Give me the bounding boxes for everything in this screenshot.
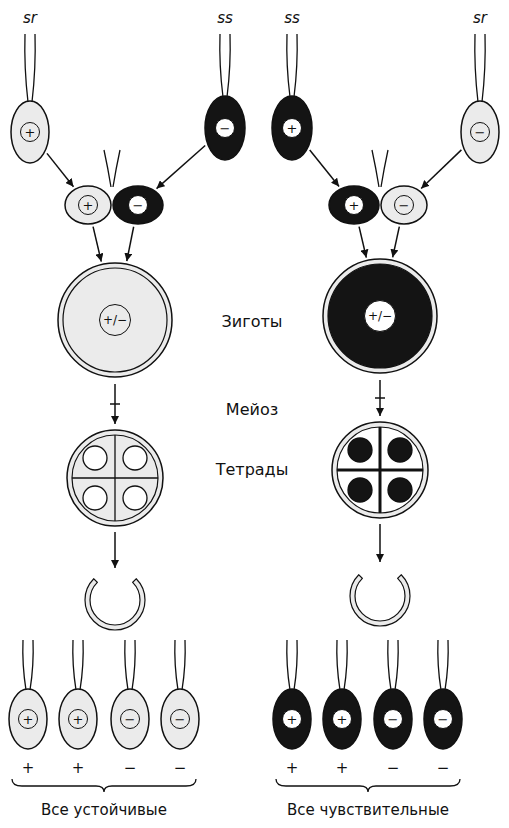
- nucleus-sign: +/−: [364, 300, 396, 332]
- mating-type-sign: −: [215, 118, 235, 138]
- empty-cell-wall: [85, 579, 145, 630]
- mating-type-sign: −: [383, 709, 403, 729]
- tetrad: [67, 430, 163, 526]
- mating-type-sign: +: [20, 122, 40, 142]
- mating-type-sign: +: [344, 195, 364, 215]
- genotype-label: sr: [473, 10, 487, 27]
- cell: ss+: [271, 95, 313, 161]
- cell: −: [373, 688, 413, 750]
- fusion-arrow: [393, 227, 400, 258]
- flagellum: [113, 150, 120, 187]
- flagellum: [80, 640, 83, 690]
- process-arrow: [114, 532, 116, 568]
- flagellum: [23, 640, 26, 690]
- flagellum: [32, 34, 35, 102]
- result-caption: Все устойчивые: [41, 802, 167, 819]
- flagellum: [30, 640, 33, 690]
- mating-type-sign: −: [433, 709, 453, 729]
- flagellum: [175, 640, 178, 690]
- flagellum: [372, 150, 379, 187]
- process-arrow: [379, 524, 381, 562]
- mating-type-sign: +: [282, 118, 302, 138]
- cell: ss−: [204, 95, 246, 161]
- meiosis-tick: [110, 403, 120, 405]
- flagellum: [132, 640, 135, 690]
- mating-type-sign: −: [120, 709, 140, 729]
- empty-cell-wall: [350, 575, 410, 626]
- flagellum: [220, 34, 223, 97]
- cell: −: [160, 688, 200, 750]
- cell: +: [272, 688, 312, 750]
- cell: +: [8, 688, 48, 750]
- flagellum: [25, 34, 28, 102]
- brace: [276, 779, 460, 792]
- nucleus-sign: +/−: [99, 304, 131, 336]
- flagellum: [381, 150, 388, 187]
- cell: +: [64, 185, 112, 225]
- flagellum: [337, 640, 340, 690]
- mating-type-label: +: [336, 760, 349, 777]
- genotype-label: ss: [217, 10, 233, 27]
- mating-type-label: −: [437, 760, 450, 777]
- cell: +: [58, 688, 98, 750]
- mating-type-label: +: [286, 760, 299, 777]
- flagellum: [227, 34, 230, 97]
- flagellum: [388, 640, 391, 690]
- flagellum: [73, 640, 76, 690]
- flagellum: [294, 34, 297, 97]
- mating-type-sign: +: [282, 709, 302, 729]
- fusion-arrow: [127, 227, 134, 261]
- mating-type-sign: +: [68, 709, 88, 729]
- stage-label: Зиготы: [222, 313, 283, 331]
- fusion-arrow: [47, 153, 74, 186]
- cell: −: [423, 688, 463, 750]
- cell: +: [328, 185, 380, 225]
- cell: −: [112, 185, 164, 225]
- mating-type-sign: −: [170, 709, 190, 729]
- flagellum: [125, 640, 128, 690]
- fusion-arrow: [310, 150, 339, 186]
- cell: sr−: [460, 100, 500, 164]
- genotype-label: sr: [23, 10, 37, 27]
- mating-type-label: −: [174, 760, 187, 777]
- stage-label: Мейоз: [226, 401, 278, 419]
- cell: −: [110, 688, 150, 750]
- flagellum: [287, 34, 290, 97]
- flagellum: [475, 34, 478, 102]
- flagellum: [344, 640, 347, 690]
- zygote: +/−: [322, 258, 438, 374]
- mating-type-sign: +: [78, 195, 98, 215]
- cell: sr+: [10, 100, 50, 164]
- flagellum: [287, 640, 290, 690]
- mating-type-sign: +: [332, 709, 352, 729]
- brace: [12, 779, 196, 792]
- genotype-label: ss: [284, 10, 300, 27]
- mating-type-label: −: [124, 760, 137, 777]
- result-caption: Все чувствительные: [287, 802, 449, 819]
- fusion-arrow: [157, 146, 206, 189]
- meiosis-tick: [375, 397, 385, 399]
- flagellum: [395, 640, 398, 690]
- mating-type-sign: −: [128, 195, 148, 215]
- zygote: +/−: [57, 262, 173, 378]
- cell: −: [380, 185, 428, 225]
- tetrad: [332, 422, 428, 518]
- flagellum: [445, 640, 448, 690]
- fusion-arrow: [421, 150, 461, 189]
- mating-type-sign: −: [470, 122, 490, 142]
- fusion-arrow: [93, 227, 101, 262]
- mating-type-label: +: [22, 760, 35, 777]
- flagellum: [182, 640, 185, 690]
- stage-label: Тетрады: [216, 461, 289, 479]
- mating-type-sign: +: [18, 709, 38, 729]
- cell: +: [322, 688, 362, 750]
- flagellum: [104, 150, 111, 187]
- mating-type-sign: −: [394, 195, 414, 215]
- flagellum: [482, 34, 485, 102]
- flagellum: [294, 640, 297, 690]
- flagellum: [438, 640, 441, 690]
- mating-type-label: +: [72, 760, 85, 777]
- fusion-arrow: [359, 227, 366, 258]
- mating-type-label: −: [387, 760, 400, 777]
